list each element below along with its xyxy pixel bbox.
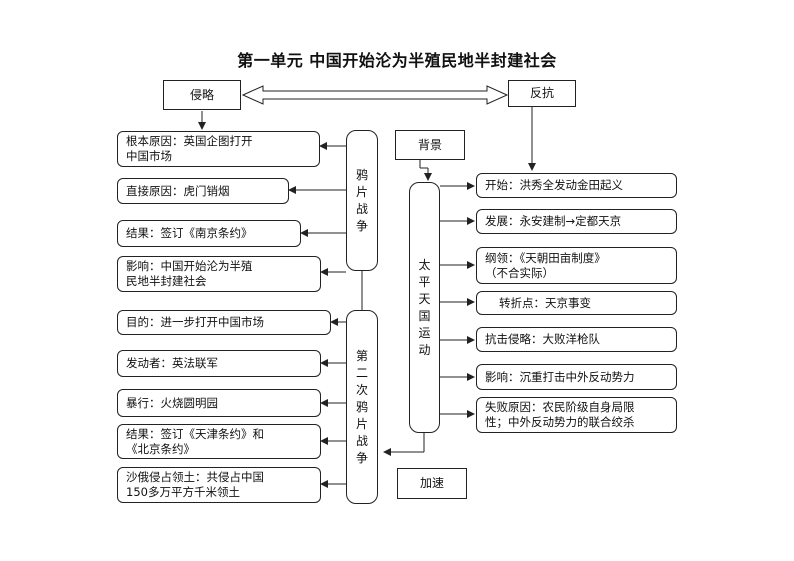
right-box-resist-invasion: 抗击侵略：大败洋枪队 (476, 327, 677, 352)
second-opium-war-char: 第 (355, 348, 368, 363)
second-opium-war-char: 次 (355, 382, 368, 397)
left-box-initiator: 发动者：英法联军 (117, 350, 321, 377)
second-opium-war-box: 第 二 次 鸦 片 战 争 (346, 310, 378, 504)
second-opium-war-char: 争 (355, 450, 368, 465)
right-box-turning-point: 转折点：天京事变 (476, 291, 677, 315)
right-box-failure-cause: 失败原因：农民阶级自身局限性；中外反动势力的联合绞杀 (476, 397, 677, 433)
taiping-char: 动 (418, 342, 431, 357)
taiping-char: 国 (418, 308, 431, 323)
second-opium-war-char: 片 (355, 416, 368, 431)
opium-war-char: 战 (355, 201, 368, 216)
taiping-char: 运 (418, 325, 431, 340)
left-box-root-cause: 根本原因：英国企图打开中国市场 (117, 131, 320, 167)
left-box-influence: 影响：中国开始沦为半殖民地半封建社会 (117, 256, 321, 292)
opium-war-char: 片 (355, 184, 368, 199)
second-opium-war-char: 战 (355, 433, 368, 448)
taiping-char: 天 (418, 291, 431, 306)
left-box-atrocity: 暴行：火烧圆明园 (117, 389, 321, 417)
second-opium-war-char: 鸦 (355, 399, 368, 414)
left-box-purpose: 目的：进一步打开中国市场 (117, 310, 331, 335)
left-box-direct-cause: 直接原因：虎门销烟 (117, 178, 289, 204)
page-title: 第一单元 中国开始沦为半殖民地半封建社会 (237, 51, 557, 70)
accelerate-box: 加速 (397, 468, 467, 499)
background-box: 背景 (395, 130, 465, 160)
invasion-box: 侵略 (163, 80, 241, 110)
opium-war-char: 鸦 (355, 167, 368, 182)
double-arrow (241, 85, 509, 105)
opium-war-box: 鸦 片 战 争 (346, 130, 378, 271)
right-box-development: 发展：永安建制→定都天京 (476, 209, 677, 234)
opium-war-char: 争 (355, 218, 368, 233)
right-box-program: 纲领：《天朝田亩制度》（不合实际） (476, 247, 677, 284)
right-box-start: 开始：洪秀全发动金田起义 (476, 173, 677, 198)
taiping-char: 平 (418, 274, 431, 289)
right-box-influence: 影响：沉重打击中外反动势力 (476, 364, 677, 390)
left-box-nanjing-treaty: 结果：签订《南京条约》 (117, 220, 301, 247)
second-opium-war-char: 二 (355, 365, 368, 380)
taiping-box: 太 平 天 国 运 动 (409, 182, 440, 433)
taiping-char: 太 (418, 257, 431, 272)
left-box-tianjin-treaty: 结果：签订《天津条约》和《北京条约》 (117, 424, 321, 459)
resistance-box: 反抗 (508, 80, 576, 107)
